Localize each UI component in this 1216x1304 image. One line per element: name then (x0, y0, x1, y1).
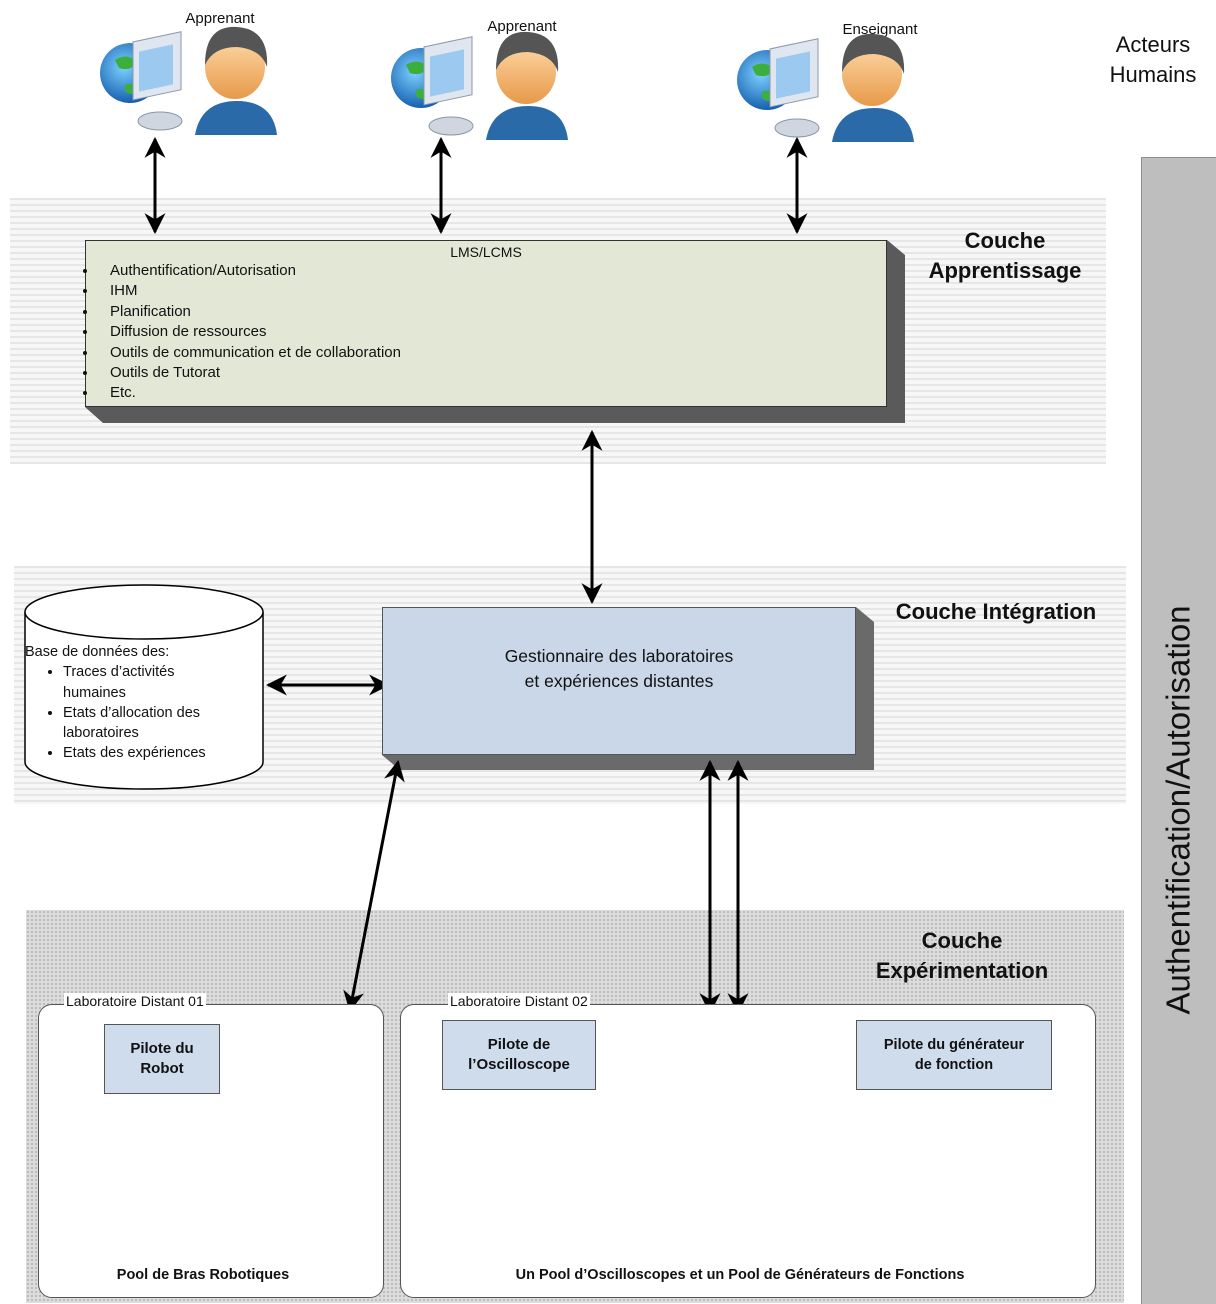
generator-pilot-box: Pilote du générateur de fonction (856, 1020, 1052, 1090)
lms-title: LMS/LCMS (450, 244, 522, 260)
actor-label-learner-1: Apprenant (185, 10, 255, 27)
lms-item: Outils de Tutorat (98, 363, 886, 383)
actor-label-teacher: Enseignant (842, 21, 918, 38)
actor-icon-teacher (737, 33, 914, 142)
database-item: Etats des expériences (63, 743, 261, 763)
instrument-pool-label: Un Pool d’Oscilloscopes et un Pool de Gé… (515, 1267, 965, 1283)
remote-lab-2-title: Laboratoire Distant 02 (448, 993, 590, 1009)
lms-item: Diffusion de ressources (98, 322, 886, 342)
remote-lab-1-title: Laboratoire Distant 01 (64, 993, 206, 1009)
layer-title-experimentation: Couche Expérimentation (875, 928, 1049, 983)
lms-item: Outils de communication et de collaborat… (98, 343, 886, 363)
human-actors-label: Acteurs Humains (1109, 32, 1197, 87)
lab-manager-box: Gestionnaire des laboratoires et expérie… (382, 607, 856, 755)
auth-bar (1141, 157, 1216, 1304)
database-item: Traces d’activités humaines (63, 662, 193, 703)
lms-item: Planification (98, 302, 886, 322)
layer-title-learning: Couche Apprentissage (928, 228, 1082, 283)
database-title: Base de données des: (25, 644, 170, 660)
generator-pilot-label: Pilote du générateur de fonction (883, 1037, 1025, 1073)
robot-pilot-label: Pilote du Robot (130, 1040, 194, 1077)
robot-pool-label: Pool de Bras Robotiques (116, 1267, 290, 1283)
database-item: Etats d’allocation des laboratoires (63, 703, 233, 744)
actor-icon-learner-1 (100, 26, 277, 135)
lms-box: LMS/LCMS Authentification/Autorisation I… (85, 240, 887, 407)
layer-title-integration: Couche Intégration (895, 599, 1097, 624)
database-text: Base de données des: Traces d’activités … (25, 642, 261, 764)
oscilloscope-pilot-label: Pilote de l’Oscilloscope (468, 1036, 570, 1073)
actor-label-learner-2: Apprenant (487, 18, 557, 35)
robot-pilot-box: Pilote du Robot (104, 1024, 220, 1094)
oscilloscope-pilot-box: Pilote de l’Oscilloscope (442, 1020, 596, 1090)
database-cylinder (24, 584, 264, 790)
lms-item: IHM (98, 281, 886, 301)
lms-item: Etc. (98, 383, 886, 403)
lab-manager-text: Gestionnaire des laboratoires et expérie… (504, 646, 734, 691)
lms-item: Authentification/Autorisation (98, 261, 886, 281)
actor-icon-learner-2 (391, 31, 568, 140)
arrow-manager-lab1 (343, 759, 405, 1013)
lms-feature-list: Authentification/Autorisation IHM Planif… (50, 261, 886, 404)
